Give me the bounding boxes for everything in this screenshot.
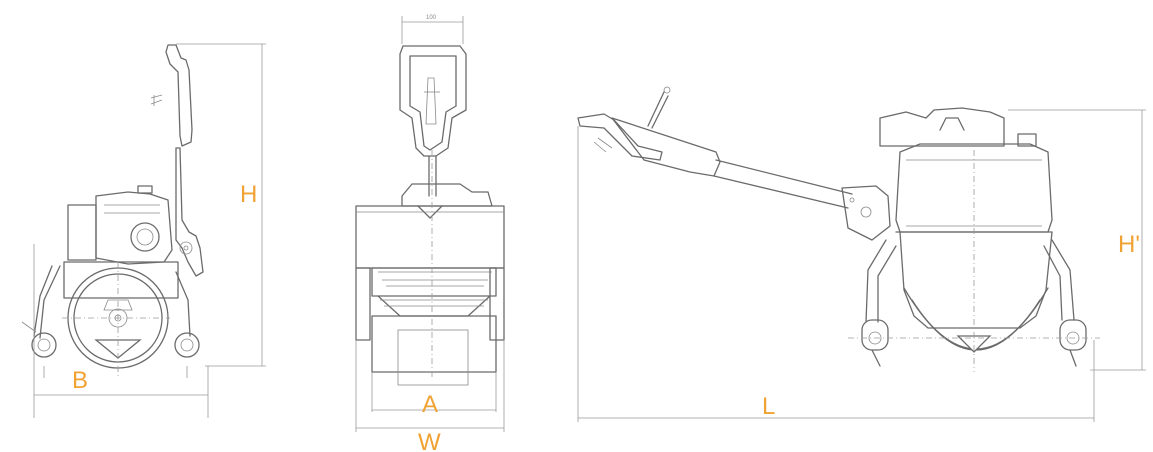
label-drum-width: A — [422, 391, 438, 418]
label-wheelbase: B — [72, 367, 88, 394]
label-overall-width: W — [418, 429, 441, 452]
label-length: L — [762, 393, 775, 420]
label-height: H — [240, 181, 257, 208]
side-view-drawing — [21, 43, 266, 418]
front-view-drawing: 100 — [355, 15, 505, 432]
label-height-folded: H' — [1118, 231, 1140, 258]
svg-text:100: 100 — [426, 15, 437, 21]
side-view-extended-drawing — [577, 86, 1146, 422]
